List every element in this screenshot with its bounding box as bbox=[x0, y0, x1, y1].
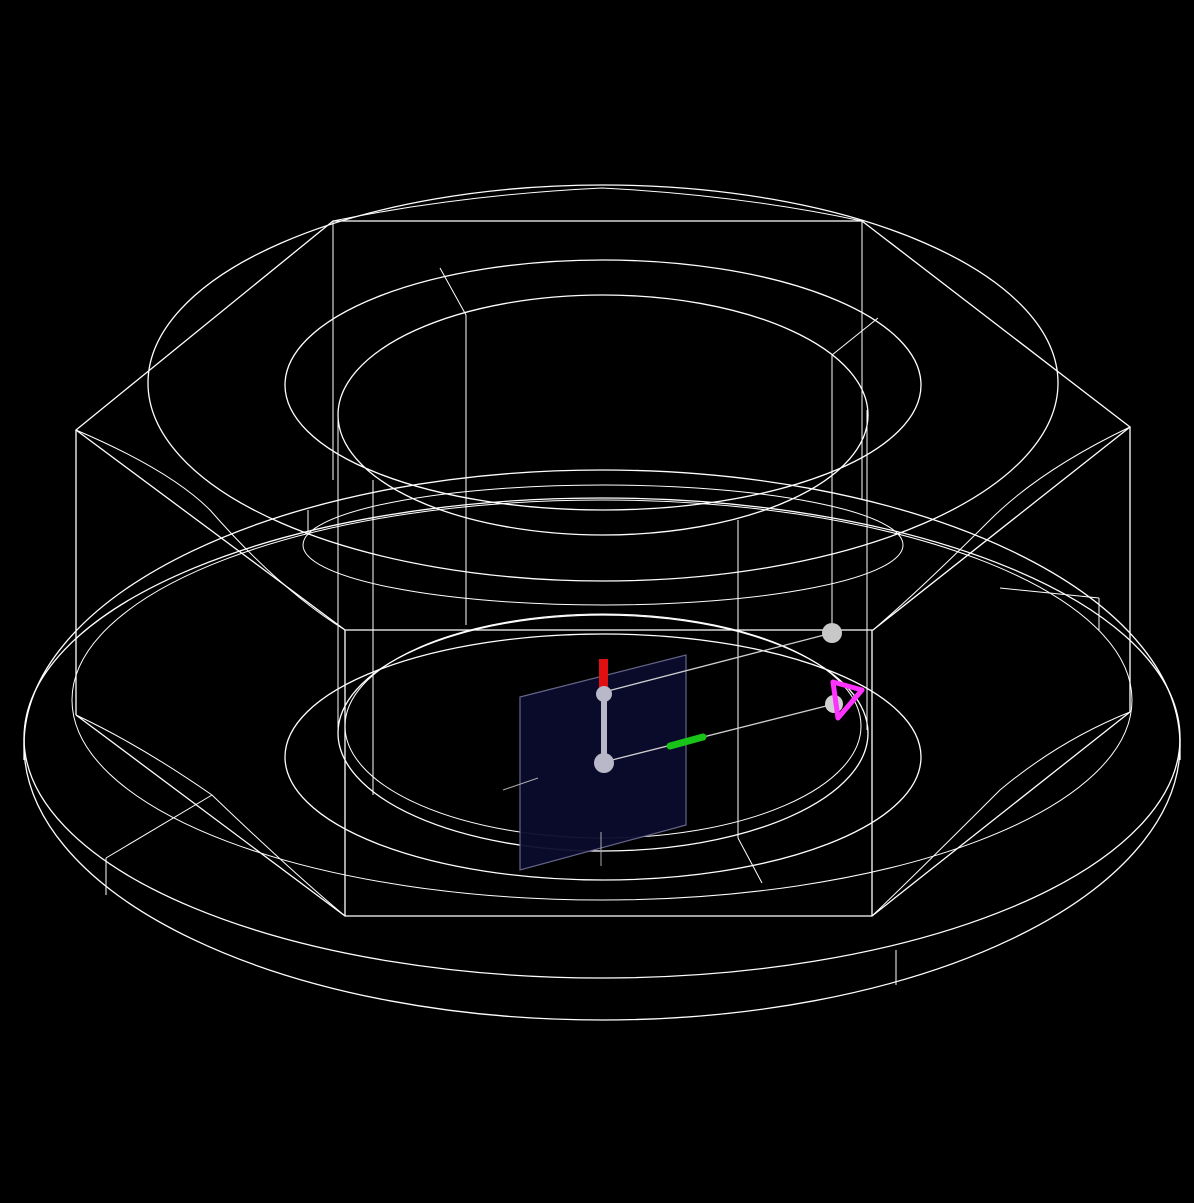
guide-line-upper bbox=[603, 632, 833, 693]
red-axis-handle[interactable] bbox=[599, 659, 608, 693]
grey-sphere-handle[interactable] bbox=[594, 753, 614, 773]
bore-wireframe bbox=[284, 259, 922, 884]
green-axis-handle[interactable] bbox=[666, 733, 707, 750]
flange-wireframe bbox=[23, 469, 1181, 1021]
transform-gizmo[interactable] bbox=[502, 623, 865, 871]
pink-triangle-marker[interactable] bbox=[830, 679, 865, 721]
hex-body-wireframe bbox=[74, 184, 1132, 917]
guide-line-lower bbox=[603, 702, 839, 763]
grey-sphere-handle[interactable] bbox=[596, 686, 612, 702]
grey-sphere-handle[interactable] bbox=[822, 623, 842, 643]
